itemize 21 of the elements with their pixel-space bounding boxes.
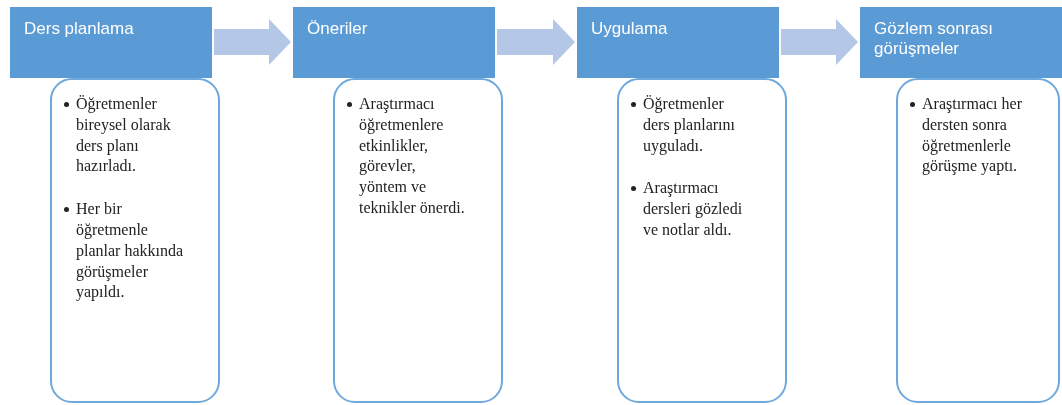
block-arrow [497, 19, 575, 65]
stage-title: Öneriler [307, 19, 368, 38]
stage-detail-card [617, 78, 787, 403]
stage-detail-card [333, 78, 503, 403]
bullet-text: Araştırmacı her dersten sonra öğretmenlerle görüşme yaptı. [922, 95, 1022, 175]
stage-detail-card [896, 78, 1060, 403]
stage-header-box [10, 7, 212, 78]
block-arrow [214, 19, 291, 65]
stage-detail-card [50, 78, 220, 403]
stage-title: Ders planlama [24, 19, 134, 38]
bullet-text: Araştırmacı dersleri gözledi ve notlar aldı. [643, 179, 743, 238]
stage-header-box [577, 7, 779, 78]
stage-header-box [293, 7, 495, 78]
bullet-text: Araştırmacı öğretmenlere etkinlikler, görevler, yöntem ve teknikler önerdi. [359, 95, 465, 216]
stage-title: Gözlem sonrası görüşmeler [874, 19, 994, 59]
bullet-text: Her bir öğretmenle planlar hakkında görüşmeler yapıldı. [76, 200, 184, 301]
bullet-text: Öğretmenler ders planlarını uyguladı. [643, 95, 735, 154]
stage-title: Uygulama [591, 19, 668, 38]
bullet-text: Öğretmenler bireysel olarak ders planı hazırladı. [76, 95, 171, 175]
block-arrow [781, 19, 858, 65]
stage-header-box [860, 7, 1062, 78]
